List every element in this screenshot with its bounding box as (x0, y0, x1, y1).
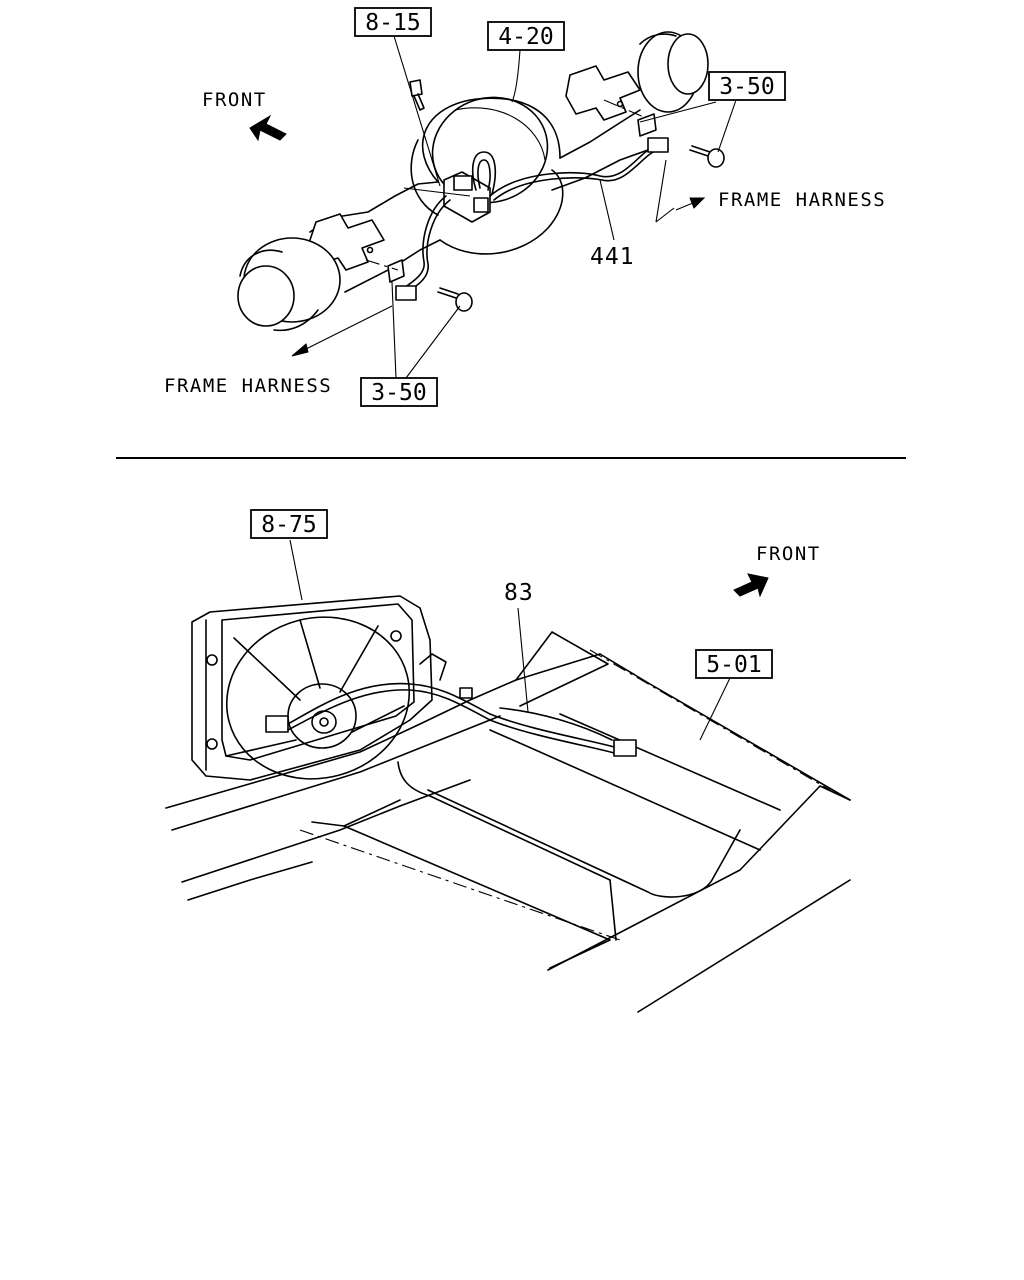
svg-text:3-50: 3-50 (719, 74, 774, 100)
part-number-441: 441 (590, 244, 635, 270)
callout-5-01: 5-01 (695, 649, 773, 679)
frame-harness-label-left: FRAME HARNESS (164, 375, 332, 397)
callout-4-20: 4-20 (487, 21, 565, 51)
front-arrow-icon (733, 573, 769, 598)
svg-text:8-75: 8-75 (261, 512, 316, 538)
fan-frame-diagram: 8-75 5-01 83 FRONT (165, 509, 851, 1013)
callout-3-50-right: 3-50 (708, 71, 786, 101)
callout-3-50-left: 3-50 (360, 377, 438, 407)
svg-text:4-20: 4-20 (498, 24, 553, 50)
svg-text:3-50: 3-50 (371, 380, 426, 406)
bolt-right (689, 145, 725, 168)
bolt-left (437, 287, 473, 312)
front-label: FRONT (756, 543, 821, 565)
frame-harness-label-right: FRAME HARNESS (718, 189, 886, 211)
callout-8-15: 8-15 (354, 7, 432, 37)
part-number-83: 83 (504, 580, 534, 606)
front-arrow-icon (249, 114, 287, 142)
rear-axle-diagram: 8-15 4-20 3-50 3-50 FRONT FRAME HARNESS … (164, 7, 886, 407)
callout-8-75: 8-75 (250, 509, 328, 539)
svg-text:5-01: 5-01 (706, 652, 761, 678)
svg-text:8-15: 8-15 (365, 10, 420, 36)
front-label: FRONT (202, 89, 267, 111)
